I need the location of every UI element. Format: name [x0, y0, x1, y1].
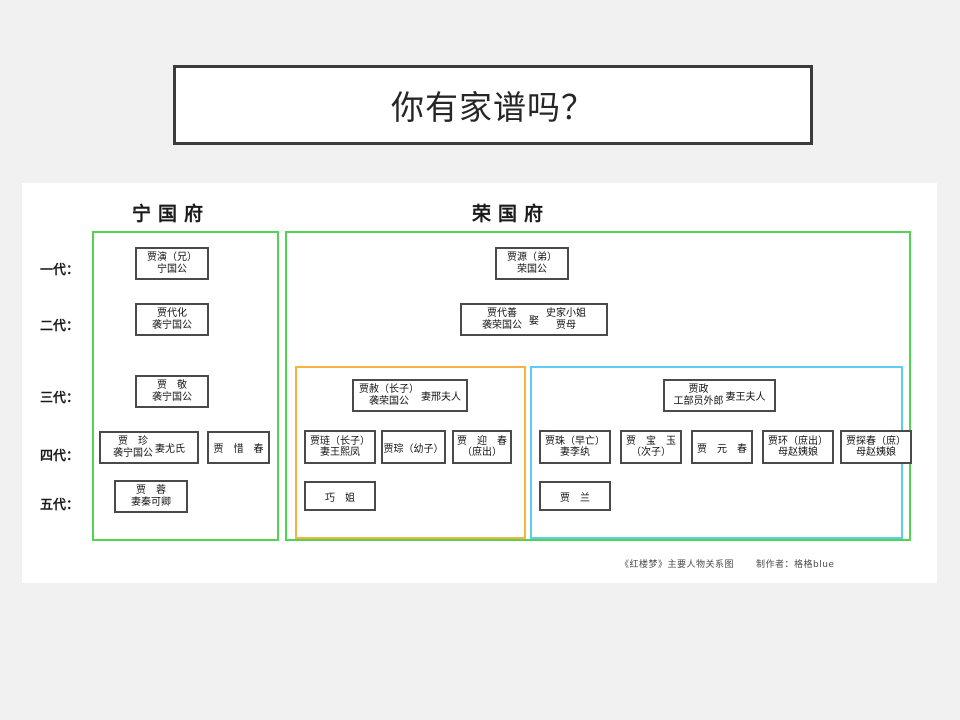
person-title: 袭荣国公 — [369, 395, 409, 407]
person-name: 贾政 — [688, 384, 709, 396]
person-box-jiabaoyu: 贾 宝 玉 （次子） — [620, 430, 682, 464]
person-spouse: 妻李纨 — [560, 447, 590, 458]
person-box-jiadaishan-couple: 贾代善 袭荣国公 娶 史家小姐 贾母 — [460, 303, 608, 336]
generation-label-1: 一代： — [40, 263, 80, 278]
person-name: 贾代善 — [487, 308, 517, 320]
person-note: （庶出） — [462, 447, 502, 458]
person-spouse: 妻秦可卿 — [131, 496, 171, 508]
person-box-qiaojie: 巧 姐 — [304, 481, 376, 511]
person-name: 贾 蓉 — [136, 485, 166, 497]
person-title: 袭宁国公 — [152, 391, 192, 403]
person-box-jiashe: 贾赦（长子） 袭荣国公 妻邢夫人 — [352, 379, 468, 412]
person-name: 贾珠（早亡） — [545, 435, 605, 447]
person-name: 贾赦（长子） — [359, 384, 419, 396]
person-title: 宁国公 — [157, 263, 187, 275]
family-tree-panel: 宁国府 荣国府 一代： 二代： 三代： 四代： 五代： 贾演（兄） 宁国公 贾代… — [22, 183, 937, 583]
person-box-jiacong: 贾琮（幼子） — [381, 430, 446, 464]
person-title: 袭宁国公 — [152, 319, 192, 331]
house-heading-ningguo: 宁国府 — [132, 203, 211, 225]
generation-label-5: 五代： — [40, 498, 80, 513]
person-name: 贾探春（庶） — [846, 435, 906, 447]
generation-label-3: 三代： — [40, 391, 80, 406]
person-name: 贾 敬 — [157, 380, 187, 392]
person-title: 袭荣国公 — [482, 319, 522, 331]
person-box-jiarong: 贾 蓉 妻秦可卿 — [114, 480, 188, 513]
slide-title-box: 你有家谱吗？ — [173, 65, 813, 145]
person-title: 工部员外郎 — [673, 395, 724, 407]
person-name: 贾代化 — [157, 308, 187, 320]
person-name: 贾 迎 春 — [457, 435, 507, 447]
person-note: 母赵姨娘 — [778, 447, 818, 458]
person-name: 巧 姐 — [325, 492, 355, 504]
person-box-jiazheng: 贾政 工部员外郎 妻王夫人 — [663, 379, 776, 412]
person-box-jiahuan: 贾环（庶出） 母赵姨娘 — [762, 430, 834, 464]
house-heading-rongguo: 荣国府 — [472, 203, 551, 225]
person-box-jialian: 贾琏（长子） 妻王熙凤 — [304, 430, 376, 464]
person-box-jiatanchun: 贾探春（庶） 母赵姨娘 — [840, 430, 912, 464]
person-box-jiayuan: 贾源（弟） 荣国公 — [495, 247, 569, 280]
spouse-label: 妻王夫人 — [725, 392, 766, 403]
person-name: 贾演（兄） — [147, 252, 197, 264]
generation-label-2: 二代： — [40, 319, 80, 334]
person-box-jiayan: 贾演（兄） 宁国公 — [135, 247, 209, 280]
person-box-jiajing: 贾 敬 袭宁国公 — [135, 375, 209, 408]
spouse-label: 妻邢夫人 — [421, 392, 461, 403]
house-frame-rongguo — [285, 231, 911, 541]
marriage-connector: 娶 — [529, 316, 539, 327]
person-note: （次子） — [631, 447, 671, 458]
spouse-title: 贾母 — [556, 319, 576, 331]
person-name: 贾环（庶出） — [768, 435, 828, 447]
spouse-name: 史家小姐 — [546, 308, 586, 320]
person-name: 贾 兰 — [560, 492, 590, 504]
person-name: 贾 宝 玉 — [626, 435, 676, 447]
page-title: 你有家谱吗？ — [391, 88, 595, 127]
person-box-jiazhen: 贾 珍 袭宁国公 妻尤氏 — [99, 431, 199, 464]
person-title: 荣国公 — [517, 263, 547, 275]
person-name: 贾 元 春 — [697, 443, 747, 455]
person-name: 贾琮（幼子） — [383, 443, 444, 455]
generation-label-4: 四代： — [40, 449, 80, 464]
person-name: 贾 惜 春 — [213, 444, 264, 455]
diagram-caption-title: 《红楼梦》主要人物关系图 — [620, 560, 735, 570]
person-box-jiaxichun: 贾 惜 春 — [207, 431, 270, 464]
diagram-author: 制作者：格格blue — [756, 560, 835, 570]
house-frame-ningguo — [92, 231, 279, 541]
person-box-jiazhu: 贾珠（早亡） 妻李纨 — [539, 430, 611, 464]
person-note: 母赵姨娘 — [856, 447, 896, 458]
person-name: 贾 珍 — [118, 436, 148, 448]
diagram-credit: 《红楼梦》主要人物关系图 制作者：格格blue — [620, 557, 834, 570]
person-title: 袭宁国公 — [113, 447, 153, 459]
person-name: 贾源（弟） — [507, 252, 557, 264]
person-box-jiayuanchun: 贾 元 春 — [691, 430, 753, 464]
person-box-jialan: 贾 兰 — [539, 481, 611, 511]
branch-frame-jiashe — [295, 366, 526, 539]
person-box-jiayingchun: 贾 迎 春 （庶出） — [452, 430, 512, 464]
person-spouse: 妻王熙凤 — [320, 447, 360, 458]
person-box-jiadaihua: 贾代化 袭宁国公 — [135, 303, 209, 336]
person-name: 贾琏（长子） — [310, 435, 370, 447]
spouse-label: 妻尤氏 — [155, 444, 185, 455]
